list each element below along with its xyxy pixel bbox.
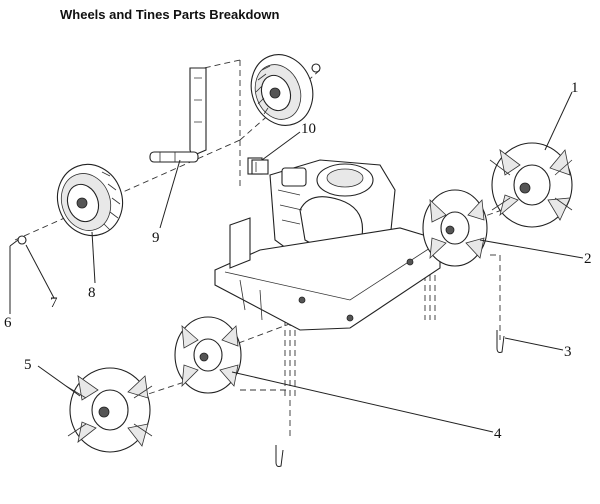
wheel-upper bbox=[250, 54, 321, 126]
diagram-title: Wheels and Tines Parts Breakdown bbox=[60, 7, 280, 22]
callout-6: 6 bbox=[4, 315, 12, 331]
callout-10: 10 bbox=[301, 121, 316, 137]
callout-5: 5 bbox=[24, 357, 32, 373]
callout-9: 9 bbox=[152, 230, 160, 246]
callout-4: 4 bbox=[494, 426, 502, 442]
hairpin-clip-lower bbox=[275, 445, 284, 467]
tiller-frame bbox=[214, 217, 441, 331]
callout-7: 7 bbox=[50, 295, 58, 311]
callout-3: 3 bbox=[564, 344, 572, 360]
wheel-bracket bbox=[149, 67, 207, 163]
hairpin-clip-right bbox=[496, 330, 505, 353]
leader-lines bbox=[9, 91, 584, 433]
callout-labels: 1 2 3 4 5 6 7 8 9 10 bbox=[4, 80, 592, 442]
small-bracket-part bbox=[251, 159, 269, 175]
callout-1: 1 bbox=[571, 80, 579, 96]
tine-outer-right bbox=[489, 142, 573, 228]
tine-outer-left bbox=[65, 367, 153, 453]
tine-inner-right bbox=[422, 189, 488, 267]
callout-8: 8 bbox=[88, 285, 96, 301]
tine-inner-left bbox=[174, 316, 242, 394]
callout-2: 2 bbox=[584, 251, 592, 267]
wheel-front bbox=[17, 163, 124, 245]
